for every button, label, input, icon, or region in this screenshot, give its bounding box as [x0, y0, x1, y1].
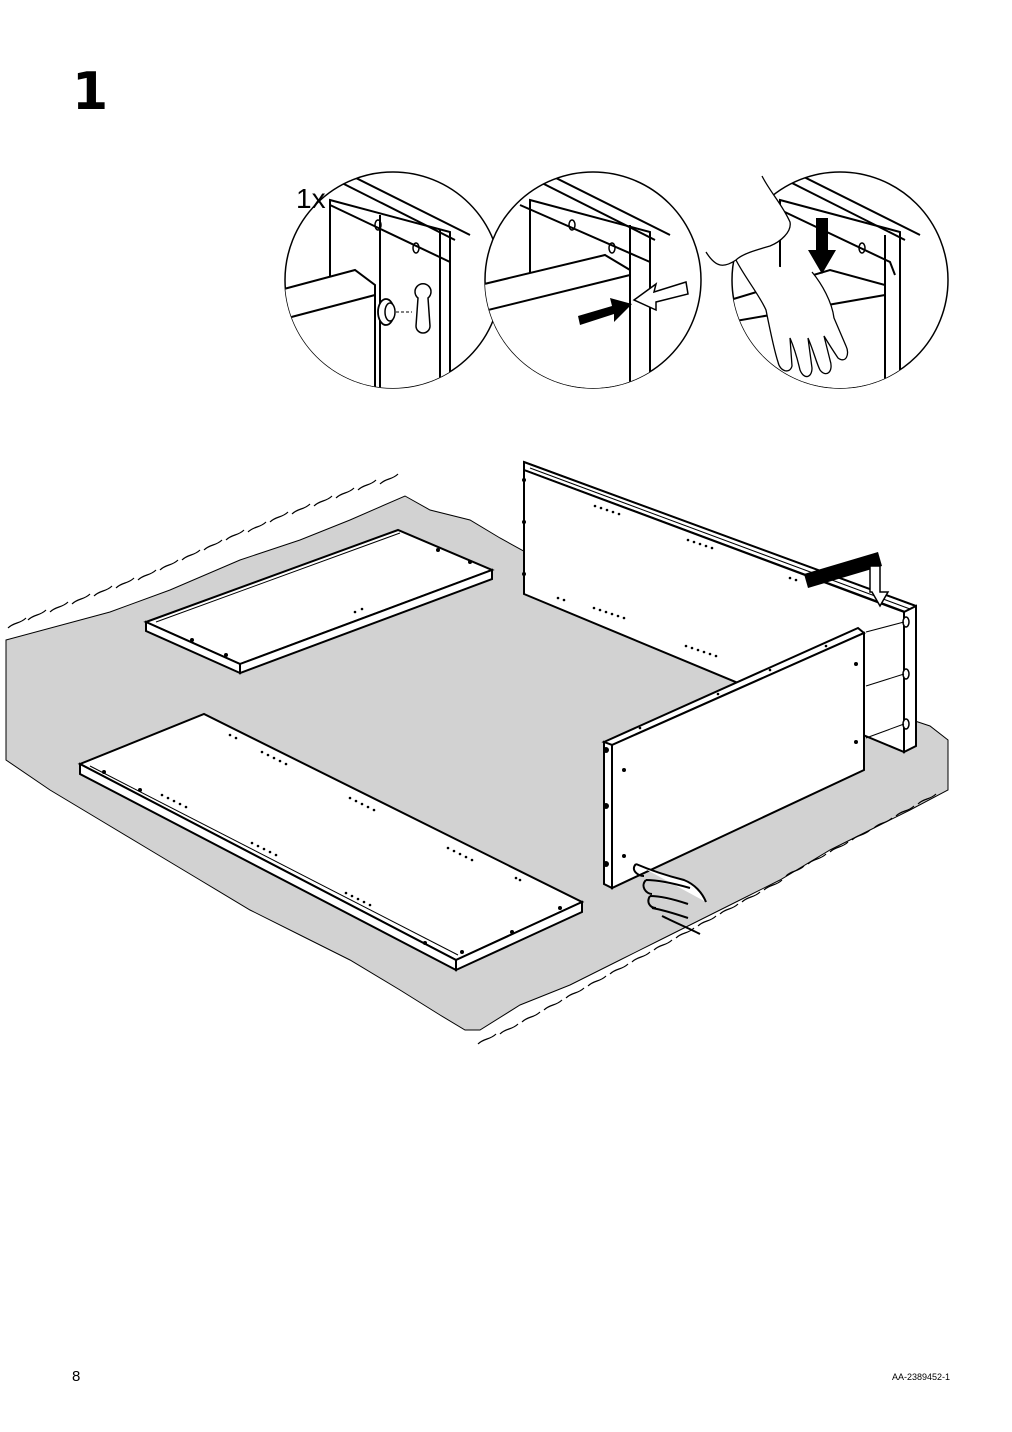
pointing-hand-icon [632, 863, 707, 935]
slide-arrow-icon [804, 552, 890, 608]
quantity-label: 1x [296, 183, 326, 214]
press-down-arrow-icon [808, 218, 836, 274]
large-panel [77, 712, 585, 972]
small-panel [143, 528, 495, 675]
push-arrow-icon [578, 281, 689, 325]
detail-circle-1: 1x [284, 171, 502, 389]
detail-circle-2 [484, 171, 702, 389]
side-panel [601, 626, 866, 890]
hand-icon [705, 175, 849, 378]
document-code: AA-2389452-1 [891, 1372, 950, 1382]
page-number: 8 [72, 1368, 81, 1385]
detail-circle-3 [705, 171, 949, 389]
cam-screw-icon [377, 298, 412, 326]
step-number: 1 [72, 62, 109, 122]
